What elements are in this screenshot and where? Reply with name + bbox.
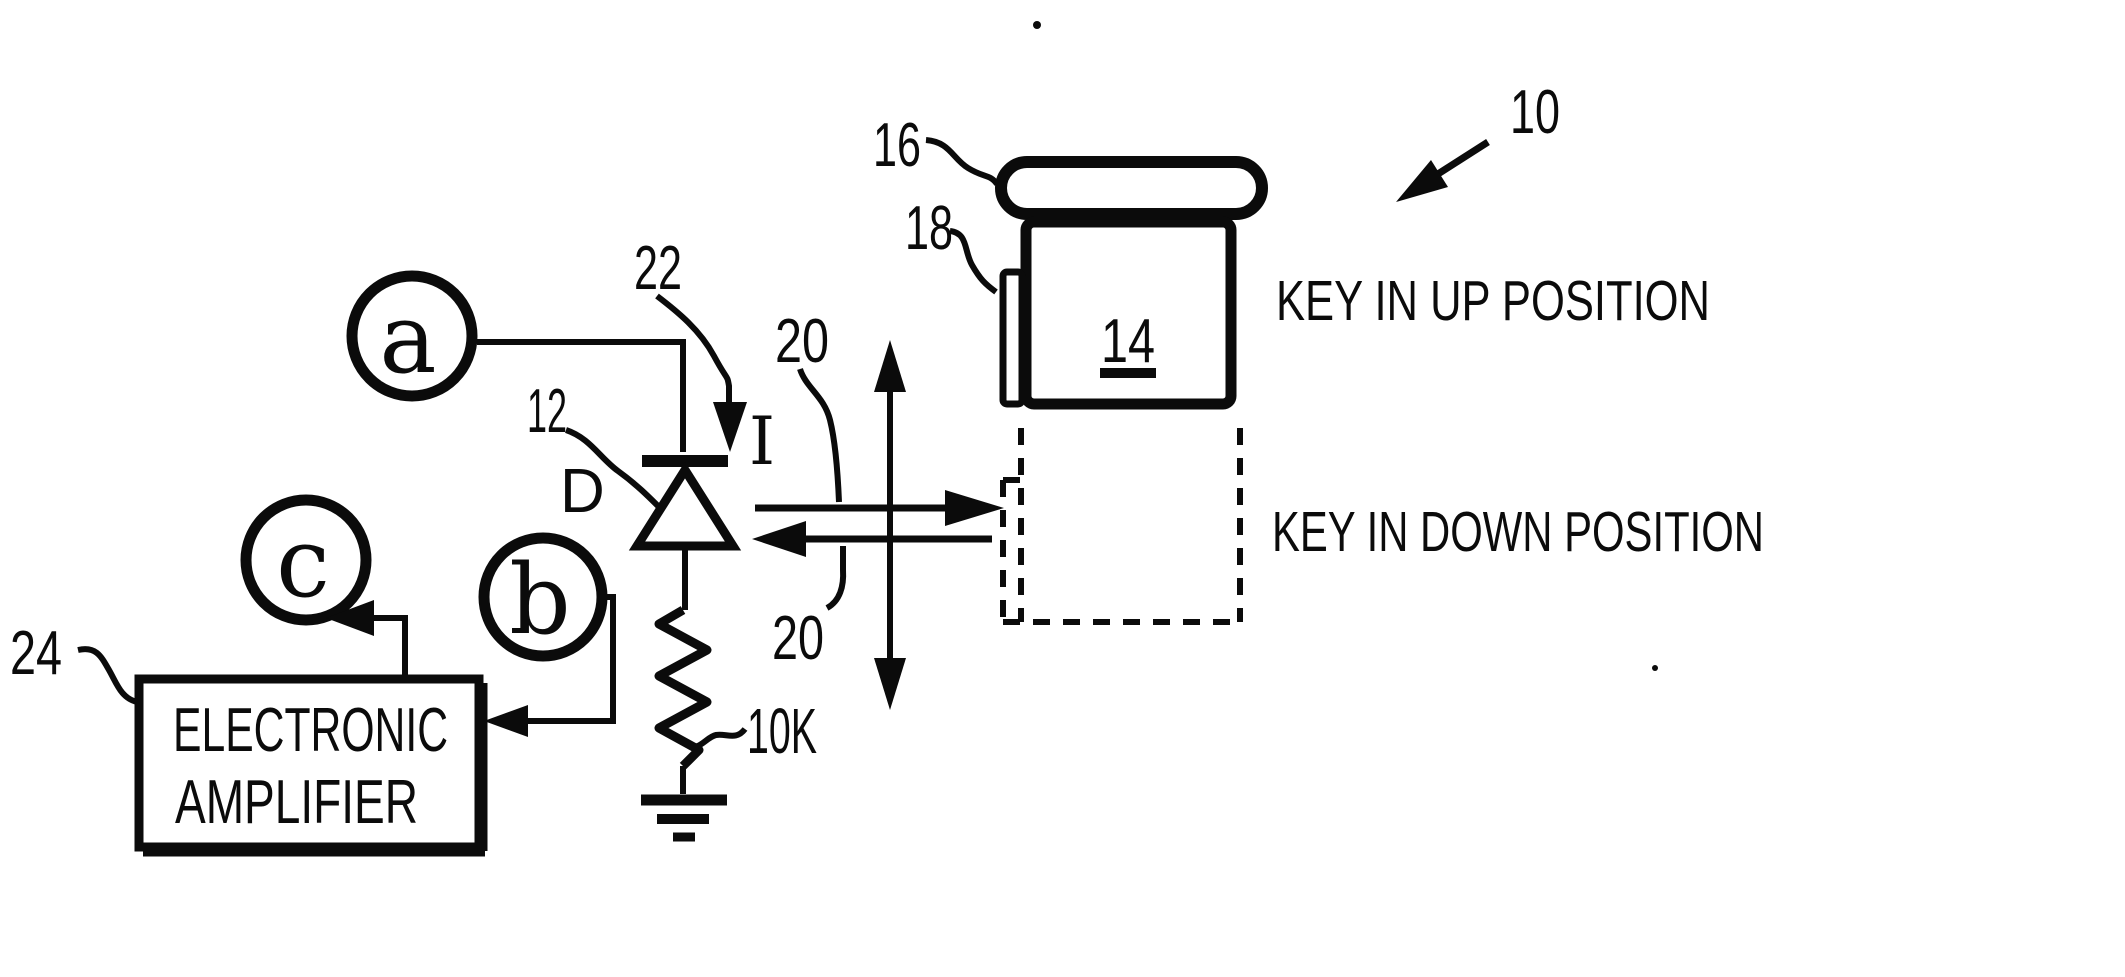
ref-14-label: 14: [1101, 307, 1155, 376]
ref-22-arrowhead-icon: [713, 402, 747, 452]
key-down-outline: [1000, 428, 1243, 625]
b-arrowhead-icon: [484, 705, 528, 737]
amplifier-line1: ELECTRONIC: [173, 696, 448, 765]
ground-symbol: [641, 794, 727, 842]
key-cap: [995, 156, 1268, 220]
ref-12-label: 12: [527, 377, 567, 446]
resistor-value-leader: [685, 726, 748, 750]
amplifier-line2: AMPLIFIER: [175, 768, 418, 837]
ref-20-upper-leader: [797, 367, 842, 503]
c-arrowhead-icon: [326, 600, 374, 636]
ref-10-label: 10: [1510, 78, 1560, 147]
wire-amplifier-to-c: [372, 615, 408, 676]
ref-22-leader: [655, 293, 732, 404]
current-label: I: [749, 403, 775, 480]
ref-20-upper-label: 20: [775, 307, 829, 376]
arrow-right-head-icon: [945, 490, 1004, 526]
wire-a-to-diode: [477, 339, 686, 452]
arrow-up-head-icon: [874, 340, 906, 392]
artifact-dot-top: [1033, 21, 1041, 29]
arrow-left-head-icon: [752, 521, 806, 557]
ref-12-leader: [564, 427, 663, 511]
ref-22-label: 22: [634, 234, 682, 303]
ref-10-arrowhead-icon: [1396, 160, 1448, 202]
ref-20-lower-label: 20: [772, 604, 824, 673]
terminal-b-label: b: [509, 544, 570, 656]
terminal-c-circle: [240, 494, 372, 626]
caption-key-up: KEY IN UP POSITION: [1276, 269, 1710, 333]
arrow-down-head-icon: [874, 658, 906, 710]
ref-24-label: 24: [10, 619, 62, 688]
caption-key-down: KEY IN DOWN POSITION: [1272, 500, 1764, 564]
ref-24-leader: [77, 646, 138, 705]
terminal-a-label: a: [379, 283, 436, 395]
ref-16-label: 16: [873, 111, 921, 180]
ref-18-label: 18: [905, 194, 953, 263]
artifact-dot-right: [1652, 665, 1658, 671]
ref-20-lower-leader: [825, 546, 847, 611]
terminal-c-label: c: [276, 507, 330, 619]
ref-18-leader: [949, 228, 998, 295]
key-body: [1020, 216, 1237, 410]
ref-16-leader: [925, 137, 1000, 186]
key-side-tab: [999, 268, 1026, 408]
resistor-value-label: 10K: [747, 695, 817, 767]
diode-triangle: [628, 461, 742, 551]
wire-b-to-amplifier: [528, 594, 616, 724]
terminal-a-circle: [346, 270, 478, 402]
diode-letter-label: D: [560, 457, 605, 526]
